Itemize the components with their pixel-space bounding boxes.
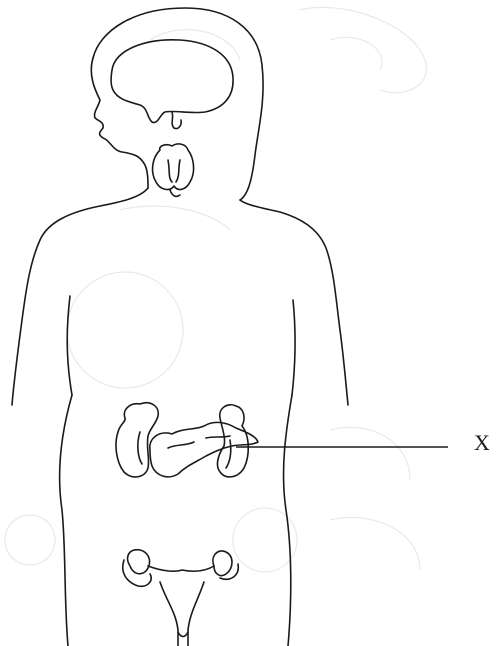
torso-outline bbox=[12, 188, 348, 646]
background-bleed bbox=[5, 7, 426, 572]
kidneys bbox=[116, 403, 248, 477]
ovaries-uterus bbox=[123, 550, 238, 646]
head-outline bbox=[91, 8, 263, 200]
pancreas bbox=[150, 422, 258, 476]
thyroid-gland bbox=[153, 144, 194, 196]
label-x: X bbox=[474, 432, 490, 454]
